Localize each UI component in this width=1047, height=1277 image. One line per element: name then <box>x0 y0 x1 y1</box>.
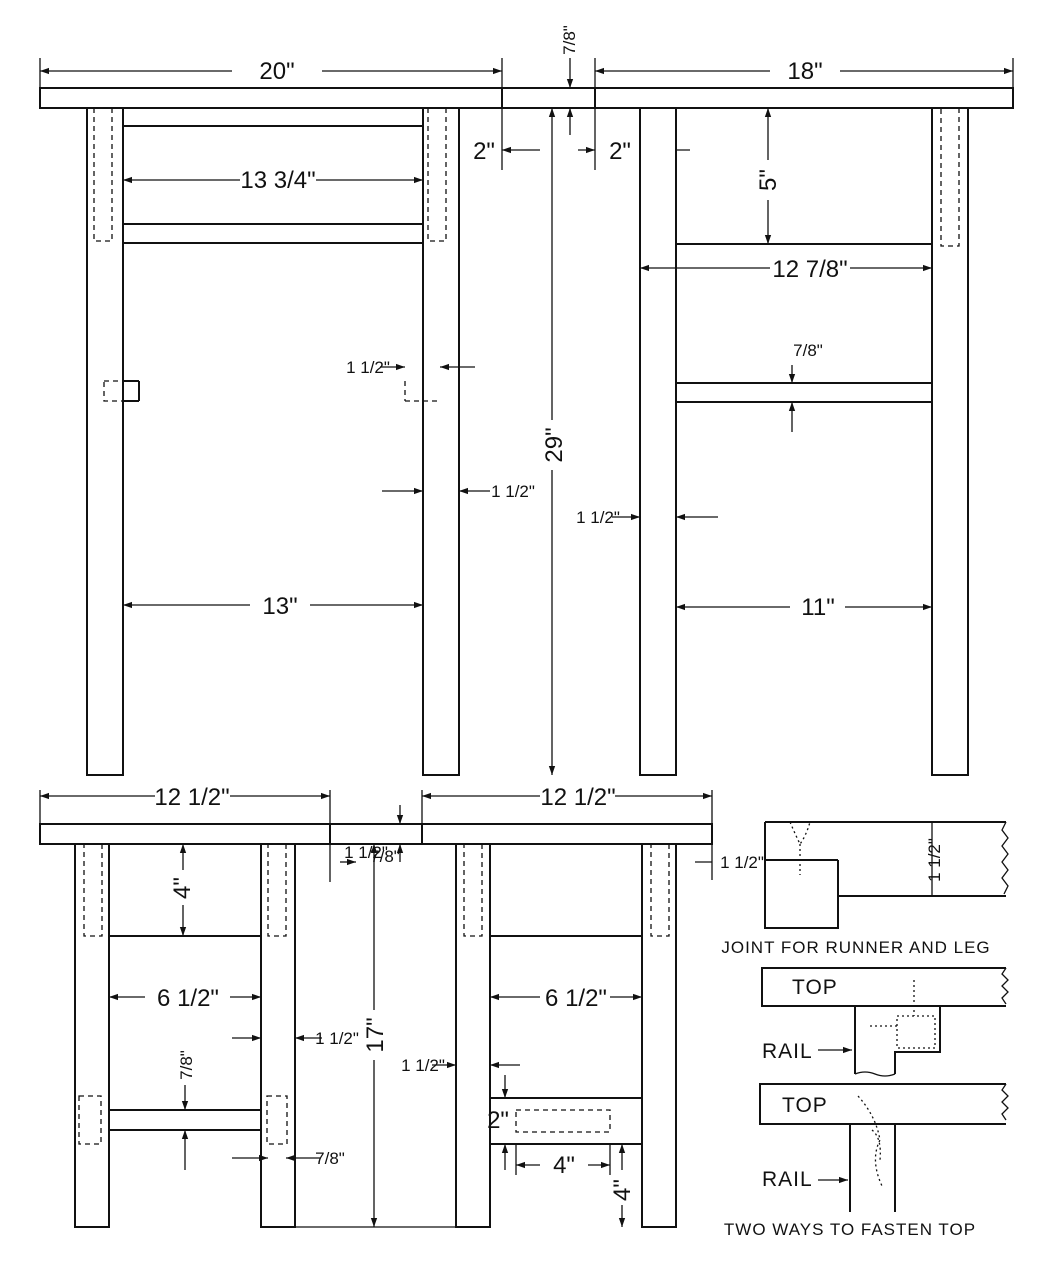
joint-caption: JOINT FOR RUNNER AND LEG <box>721 938 990 957</box>
leg-span-label: 13" <box>262 593 297 620</box>
stand-top-width-label: 12 1/2" <box>154 784 229 811</box>
rail-span-label: 13 3/4" <box>240 167 315 194</box>
stand-runner-thickness-label: 7/8" <box>177 1050 196 1080</box>
lower-rail <box>122 223 424 244</box>
stand-top-thickness-label: 7/8" <box>370 847 400 866</box>
stand-top-side <box>421 823 713 845</box>
stand-overhang-side-label: 1 1/2" <box>720 853 764 872</box>
fasten-detail: TOP RAIL TOP RAIL TWO WAYS TO FASTEN TOP <box>724 967 1009 1239</box>
overhang-right-label: 2" <box>609 138 631 165</box>
stand-front-leg <box>455 843 491 1228</box>
runner <box>675 382 933 403</box>
top-label-2: TOP <box>782 1094 828 1117</box>
rail-label-1: RAIL <box>762 1040 813 1063</box>
overhang-left-label: 2" <box>473 138 495 165</box>
stand-top <box>39 823 331 845</box>
stand-leg-width-label: 1 1/2" <box>315 1029 359 1048</box>
runner-thickness-label: 7/8" <box>793 341 823 360</box>
leg-width-label: 1 1/2" <box>491 482 535 501</box>
joint-dim-label: 1 1/2" <box>925 838 944 882</box>
stand-rail-drop-label: 4" <box>169 877 196 899</box>
lower-right-side-view: 12 1/2" 1 1/2" 6 1/2" 1 1/2" 2" 4" 4" <box>401 784 764 1228</box>
drawer-depth-label: 2" <box>487 1107 509 1134</box>
table-top <box>39 87 503 109</box>
joint-detail: 1 1/2" JOINT FOR RUNNER AND LEG <box>721 821 1009 957</box>
table-top-side <box>594 87 1014 109</box>
leg-span-side-label: 11" <box>801 594 834 621</box>
stand-runner <box>108 1109 262 1131</box>
top-width-side-label: 18" <box>787 58 822 85</box>
stand-leg-width-side-label: 1 1/2" <box>401 1056 445 1075</box>
lower-left-front-view: 12 1/2" 4" 6 1/2" 1 1/2" 7/8" 7/8" <box>39 784 359 1228</box>
left-leg <box>86 107 124 776</box>
drawer-width-label: 4" <box>553 1152 575 1179</box>
stand-top-section <box>329 823 423 845</box>
stand-right-leg <box>260 843 296 1228</box>
stand-leg-span-label: 6 1/2" <box>157 985 219 1012</box>
top-thickness-label: 7/8" <box>560 25 579 55</box>
rail-label-2: RAIL <box>762 1168 813 1191</box>
top-width-label: 20" <box>259 58 294 85</box>
right-leg <box>422 107 460 776</box>
drawer-pull <box>515 1109 611 1133</box>
stand-top-width-side-label: 12 1/2" <box>540 784 615 811</box>
stand-runner-depth-label: 7/8" <box>315 1149 345 1168</box>
rail-drop-label: 5" <box>755 169 782 191</box>
top-label-1: TOP <box>792 976 838 999</box>
top-section <box>501 87 596 109</box>
back-leg <box>931 107 969 776</box>
drawer-front <box>489 1097 643 1145</box>
front-leg <box>639 107 677 776</box>
stand-leg-span-side-label: 6 1/2" <box>545 985 607 1012</box>
runner-notch-label: 1 1/2" <box>346 358 390 377</box>
stand-back-leg <box>641 843 677 1228</box>
height-label: 29" <box>541 427 568 462</box>
leg-width-side-label: 1 1/2" <box>576 508 620 527</box>
stand-height-label: 17" <box>362 1017 389 1052</box>
rail-span-side-label: 12 7/8" <box>772 256 847 283</box>
drawer-drop-label: 4" <box>609 1179 636 1201</box>
stand-overhang-label: 1 1/2" <box>344 843 388 862</box>
stand-left-leg <box>74 843 110 1228</box>
fasten-caption: TWO WAYS TO FASTEN TOP <box>724 1220 976 1239</box>
upper-left-front-view: 20" 13 3/4" 13" 1 1/2" 1 1/2" <box>39 58 535 776</box>
upper-center-section: 7/8" 2" 2" 29" <box>473 25 690 775</box>
lower-center-section: 7/8" 1 1/2" 17" <box>295 805 456 1228</box>
upper-right-side-view: 18" 5" 12 7/8" 7/8" 1 1/2" 11" <box>576 58 1014 776</box>
